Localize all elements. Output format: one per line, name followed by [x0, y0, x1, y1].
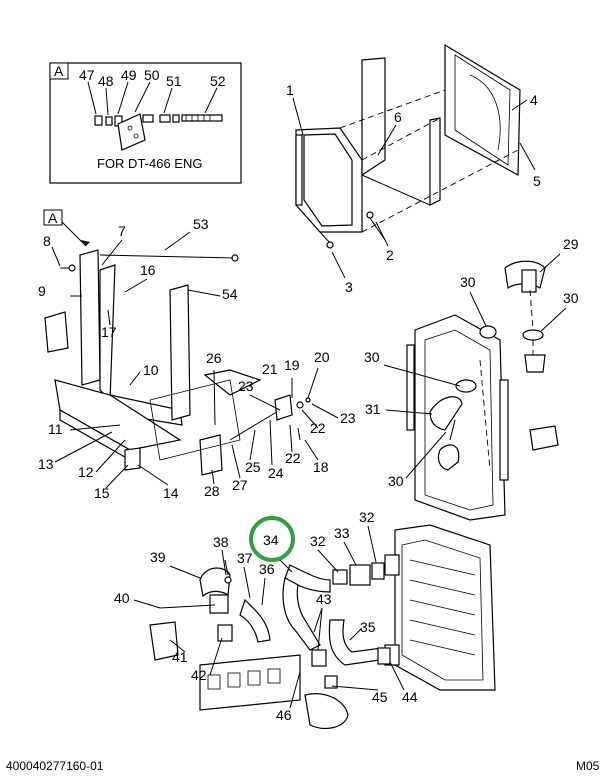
main-view-letter-frame	[43, 209, 63, 226]
callout-48: 48	[98, 73, 114, 89]
support-frame-assembly: A	[43, 209, 311, 476]
callout-7: 7	[118, 223, 126, 239]
callout-52: 52	[210, 73, 226, 89]
detail-hardware	[94, 113, 223, 151]
callout-22b: 22	[285, 450, 301, 466]
callout-17: 17	[101, 324, 117, 340]
footer-part-number: 400040277160-01	[6, 759, 104, 773]
radiator-frame-assembly	[292, 43, 536, 279]
callout-21: 21	[262, 361, 278, 377]
callout-35: 35	[360, 619, 376, 635]
callout-23a: 23	[238, 378, 254, 394]
callout-30a: 30	[460, 274, 476, 290]
callout-27: 27	[232, 477, 248, 493]
callout-54: 54	[222, 286, 238, 302]
callout-6: 6	[394, 109, 402, 125]
radiator-tank-assembly	[406, 260, 559, 521]
callout-29: 29	[563, 236, 579, 252]
callout-47: 47	[79, 67, 95, 83]
callout-19: 19	[284, 357, 300, 373]
callout-42: 42	[191, 667, 207, 683]
callout-37: 37	[237, 550, 253, 566]
callout-26: 26	[206, 350, 222, 366]
callout-12: 12	[78, 464, 94, 480]
callout-23b: 23	[340, 410, 356, 426]
callout-33: 33	[334, 525, 350, 541]
callout-51: 51	[166, 73, 182, 89]
callout-16: 16	[140, 262, 156, 278]
callout-38: 38	[213, 534, 229, 550]
callout-40: 40	[114, 590, 130, 606]
callout-24: 24	[268, 465, 284, 481]
callout-34: 34	[263, 532, 279, 548]
callout-44: 44	[402, 689, 418, 705]
callout-32a: 32	[310, 533, 326, 549]
callout-49: 49	[121, 67, 137, 83]
callout-32b: 32	[359, 509, 375, 525]
callout-5: 5	[533, 173, 541, 189]
callout-50: 50	[144, 67, 160, 83]
callout-31: 31	[365, 401, 381, 417]
callout-4: 4	[530, 92, 538, 108]
callout-11: 11	[48, 421, 63, 437]
callout-14: 14	[163, 485, 179, 501]
detail-box-a: A 47 48 49 50 51 52	[49, 62, 242, 184]
callout-20: 20	[314, 349, 330, 365]
callout-30d: 30	[388, 473, 404, 489]
callout-30b: 30	[563, 290, 579, 306]
callout-39: 39	[150, 549, 166, 565]
detail-box-letter-frame	[49, 62, 69, 80]
callout-8: 8	[43, 233, 51, 249]
footer-section-code: M05	[576, 759, 600, 773]
callout-15: 15	[94, 485, 110, 501]
detail-box-note: FOR DT-466 ENG	[97, 156, 202, 171]
callout-43: 43	[316, 591, 332, 607]
highlight-circle	[249, 516, 295, 562]
callout-2: 2	[386, 247, 394, 263]
callout-25: 25	[245, 459, 261, 475]
callout-41: 41	[172, 649, 188, 665]
callout-28: 28	[204, 483, 220, 499]
callout-46: 46	[276, 707, 292, 723]
callout-30c: 30	[364, 349, 380, 365]
callout-45: 45	[372, 689, 388, 705]
callout-1: 1	[286, 82, 294, 98]
callout-53: 53	[193, 216, 209, 232]
callout-36: 36	[259, 561, 275, 577]
callout-3: 3	[345, 279, 353, 295]
detail-box-frame	[49, 62, 242, 184]
detail-box-letter: A	[54, 63, 64, 79]
callout-10: 10	[143, 362, 159, 378]
charge-air-cooler-assembly	[149, 524, 496, 729]
callout-13: 13	[38, 456, 54, 472]
callout-18: 18	[313, 459, 329, 475]
main-view-letter: A	[48, 210, 58, 226]
callout-9: 9	[38, 283, 46, 299]
